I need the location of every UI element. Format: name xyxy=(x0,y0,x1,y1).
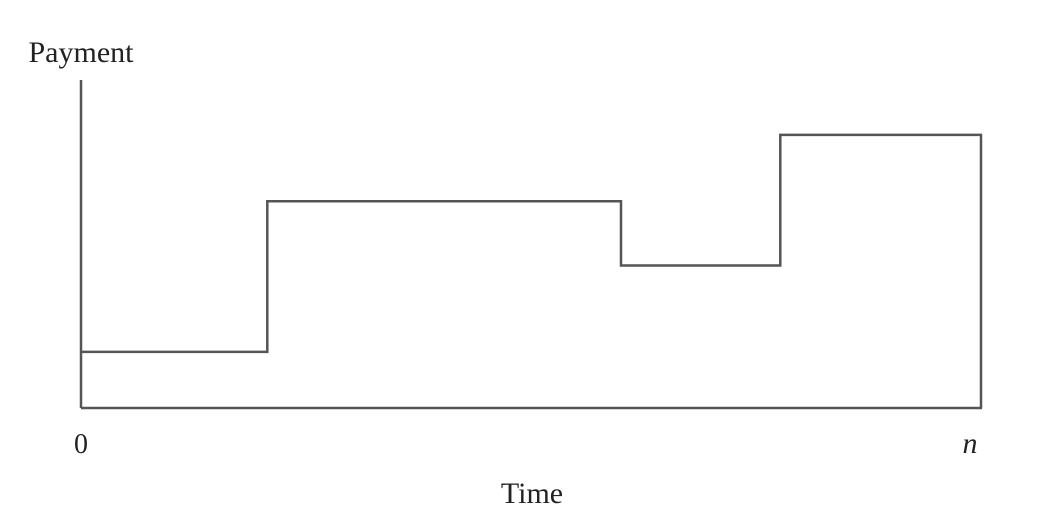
series-layer xyxy=(81,133,983,408)
y-axis-label: Payment xyxy=(29,36,135,69)
x-tick-label-start: 0 xyxy=(74,429,88,460)
payment-step-line-0 xyxy=(81,133,983,408)
x-axis-label: Time xyxy=(501,477,563,510)
x-tick-label-end: n xyxy=(963,427,978,460)
